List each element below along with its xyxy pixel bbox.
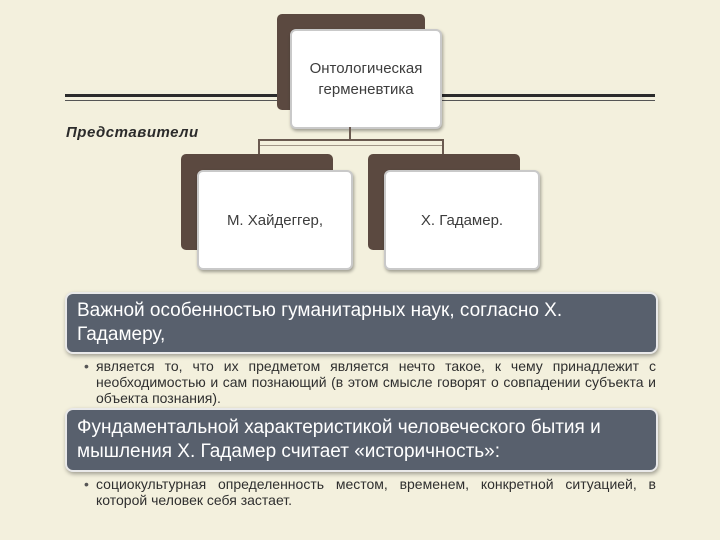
bullet-item-2: • социокультурная определенность местом,… — [84, 476, 656, 508]
root-node-label-line2: герменевтика — [318, 81, 414, 98]
bullet-item-1: • является то, что их предметом является… — [84, 358, 656, 406]
section-label: Представители — [66, 124, 199, 141]
child-node-heidegger-label: М. Хайдеггер, — [226, 211, 324, 229]
bullet-dot-icon: • — [84, 358, 89, 374]
root-node: Онтологическая герменевтика — [290, 29, 442, 129]
bullet-item-1-text: является то, что их предметом является н… — [96, 358, 656, 406]
heading-banner-1-text: Важной особенностью гуманитарных наук, с… — [77, 300, 563, 345]
root-node-label-line1: Онтологическая — [309, 60, 423, 77]
heading-banner-1: Важной особенностью гуманитарных наук, с… — [65, 292, 658, 354]
child-node-gadamer-label: Х. Гадамер. — [420, 211, 504, 229]
connector-bar — [258, 139, 444, 141]
child-node-heidegger: М. Хайдеггер, — [197, 170, 353, 270]
child-node-gadamer: Х. Гадамер. — [384, 170, 540, 270]
heading-banner-2-text: Фундаментальной характеристикой человече… — [77, 417, 601, 462]
bullet-dot-icon: • — [84, 476, 89, 492]
connector-right — [442, 139, 444, 155]
connector-left — [258, 139, 260, 155]
bullet-item-2-text: социокультурная определенность местом, в… — [96, 476, 656, 508]
connector-bar-2 — [260, 145, 444, 146]
connector-trunk — [349, 127, 351, 139]
heading-banner-2: Фундаментальной характеристикой человече… — [65, 408, 658, 472]
